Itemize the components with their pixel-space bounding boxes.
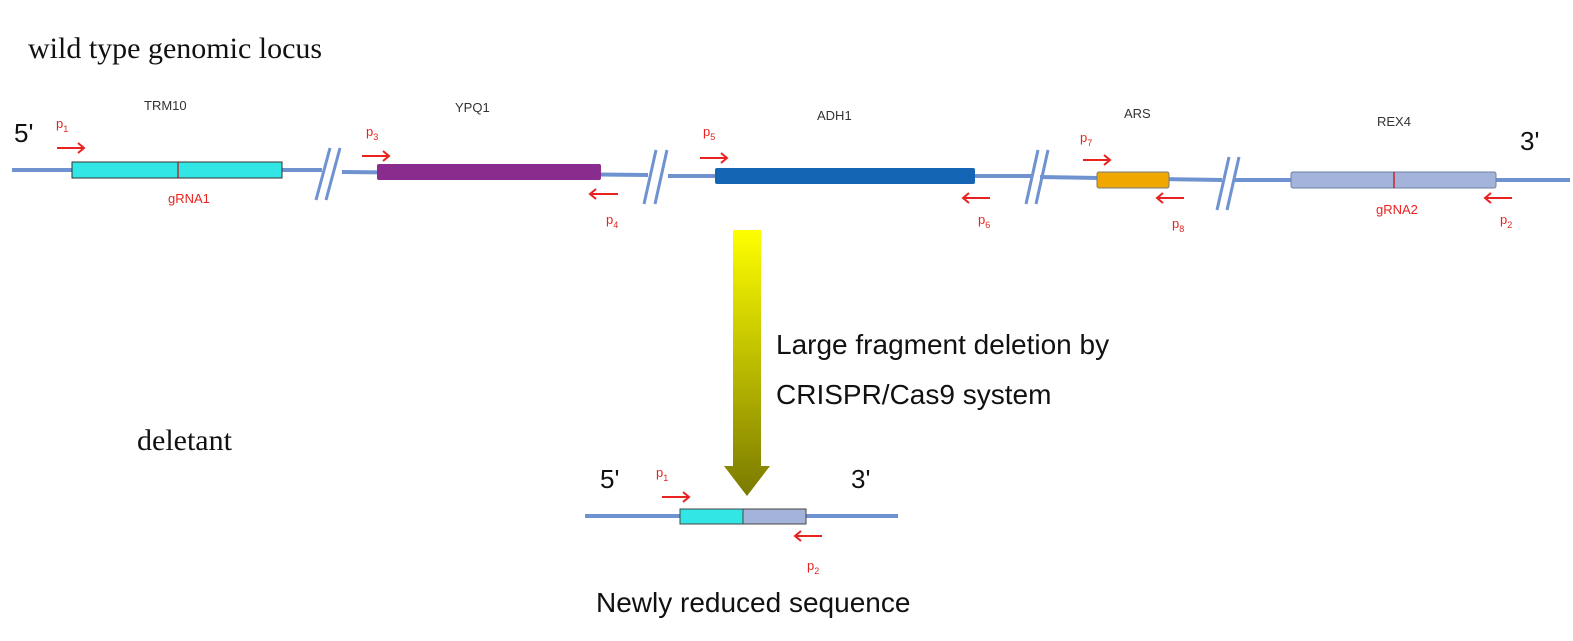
deletant-primer-p1-label: p1 — [656, 465, 668, 483]
gene-ars-label: ARS — [1124, 106, 1151, 121]
break-mark-1b — [324, 147, 342, 201]
gene-ypq1-label: YPQ1 — [455, 100, 490, 115]
grna2-label: gRNA2 — [1376, 202, 1418, 217]
wt-five-prime-label: 5' — [14, 118, 33, 148]
deletant-title: deletant — [137, 424, 233, 457]
break-mark-4b — [1225, 156, 1241, 211]
break-mark-1a — [314, 147, 332, 201]
deletion-text-line1: Large fragment deletion by — [776, 329, 1109, 360]
primer-p1-deletant-arrow — [662, 491, 691, 503]
gene-rex4-label: REX4 — [1377, 114, 1411, 129]
result-caption: Newly reduced sequence — [596, 587, 910, 618]
grna1-label: gRNA1 — [168, 191, 210, 206]
gene-adh1-box — [715, 168, 975, 184]
break-marks — [314, 147, 1241, 211]
primer-p2-arrow — [1483, 192, 1512, 204]
primer-p4-label: p4 — [606, 212, 618, 230]
primer-p1-arrow — [57, 142, 86, 154]
gene-adh1-label: ADH1 — [817, 108, 852, 123]
primer-p8-label: p8 — [1172, 216, 1184, 234]
primer-p3-label: p3 — [366, 124, 378, 142]
deletant-primer-p2-label: p2 — [807, 558, 819, 576]
gene-trm10-box — [71, 161, 283, 179]
deletant-three-prime-label: 3' — [851, 464, 870, 494]
deletant-trm10-part — [679, 508, 744, 525]
primer-p7-arrow — [1083, 154, 1112, 166]
break-mark-4a — [1215, 156, 1231, 211]
primer-p5-arrow — [700, 152, 729, 164]
gene-ars-box — [1096, 171, 1170, 189]
primer-p6-label: p6 — [978, 212, 990, 230]
primer-arrows — [57, 142, 1512, 542]
break-mark-2a — [642, 149, 658, 205]
primer-p6-arrow — [961, 192, 990, 204]
primer-p5-label: p5 — [703, 124, 715, 142]
primer-p1-label: p1 — [56, 116, 68, 134]
gene-trm10-label: TRM10 — [144, 98, 187, 113]
wild-type-title: wild type genomic locus — [28, 32, 322, 65]
primer-p4-arrow — [588, 188, 618, 200]
primer-p2-label: p2 — [1500, 212, 1512, 230]
gene-ypq1-box — [377, 164, 601, 180]
primer-p7-label: p7 — [1080, 130, 1092, 148]
wt-three-prime-label: 3' — [1520, 126, 1539, 156]
break-mark-3b — [1034, 149, 1050, 205]
primer-p2-deletant-arrow — [793, 530, 822, 542]
primer-p8-arrow — [1155, 192, 1184, 204]
primer-p3-arrow — [362, 150, 391, 162]
deletion-text-line2: CRISPR/Cas9 system — [776, 379, 1051, 410]
deletion-arrow — [724, 230, 770, 496]
break-mark-3a — [1024, 149, 1040, 205]
deletant-rex4-part — [742, 508, 807, 525]
deletant-five-prime-label: 5' — [600, 464, 619, 494]
break-mark-2b — [653, 149, 669, 205]
